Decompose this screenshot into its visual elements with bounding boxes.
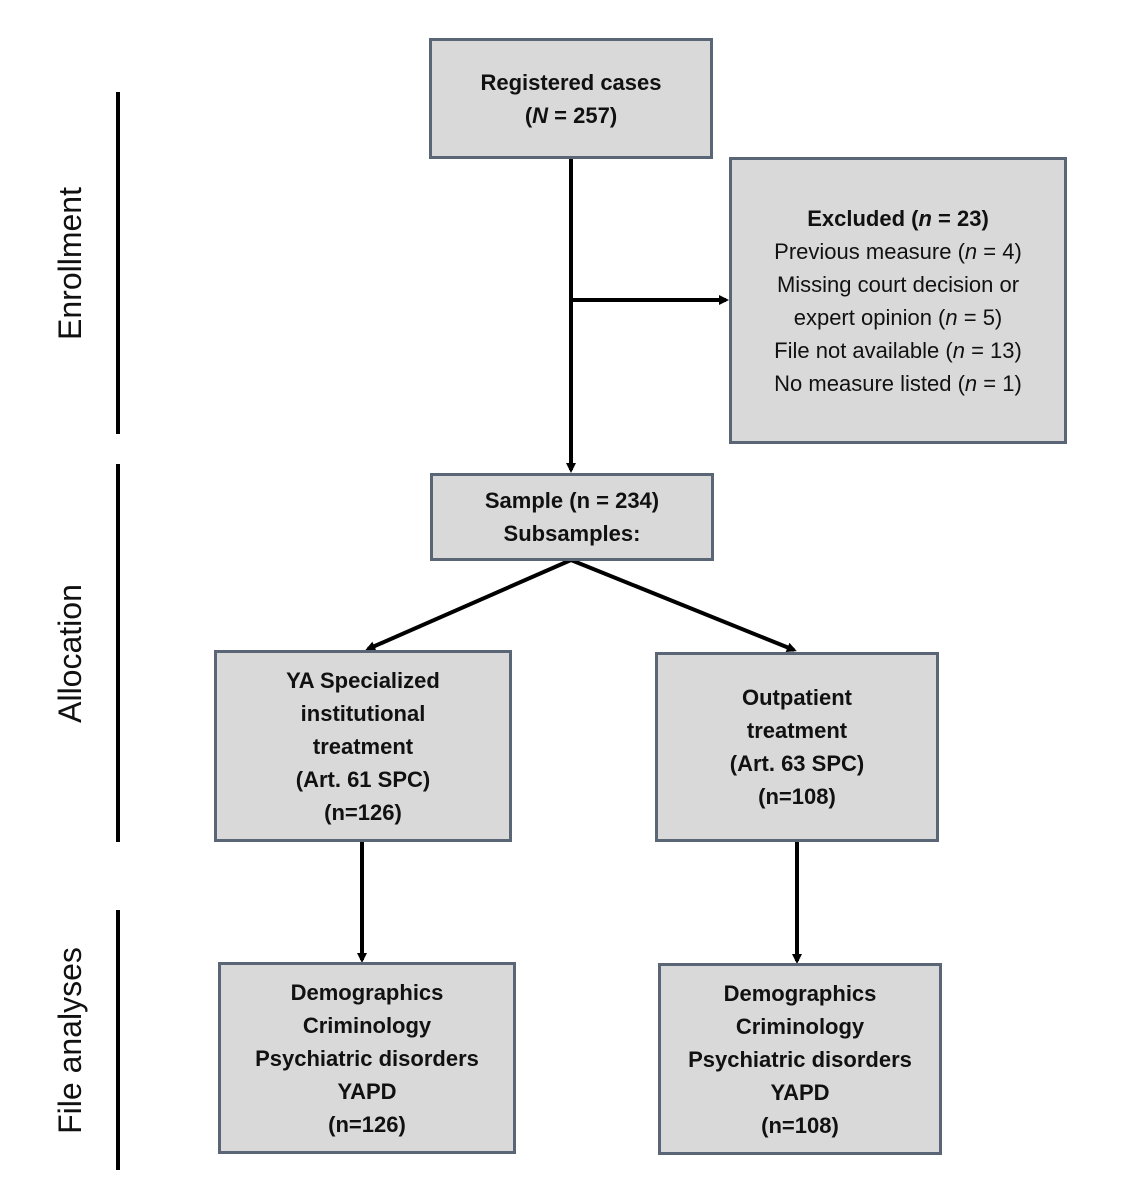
box-line: (n=108) xyxy=(761,1112,839,1138)
registered-count-open: ( xyxy=(524,102,533,128)
excluded-item-value: = 13) xyxy=(964,337,1022,363)
registered-cases-count: (N = 257) xyxy=(525,99,617,132)
sample-subtitle: Subsamples: xyxy=(503,521,641,546)
arrow-sample-to-institutional xyxy=(365,558,572,651)
excluded-item-value: = 1) xyxy=(977,370,1022,396)
box-line: (n=108) xyxy=(758,784,836,809)
box-line: Criminology xyxy=(302,1012,432,1038)
institutional-treatment-box: YA Specialized institutional treatment (… xyxy=(214,650,512,842)
excluded-heading: Excluded (n = 23) xyxy=(807,202,989,235)
allocation-phase-bar xyxy=(116,464,120,842)
excluded-item-text: Previous measure ( xyxy=(774,238,965,264)
excluded-item: Previous measure (n = 4) xyxy=(774,235,1022,268)
box-line: Psychiatric disorders xyxy=(255,1045,479,1071)
excluded-item-text: Missing court decision or xyxy=(776,271,1020,297)
box-line: treatment xyxy=(746,718,848,743)
registered-count-var: N xyxy=(532,102,549,128)
box-line: (n=126) xyxy=(324,799,402,825)
excluded-heading-var: n xyxy=(918,205,932,231)
registered-cases-title: Registered cases xyxy=(480,69,662,95)
excluded-heading-text: Excluded ( xyxy=(807,205,919,231)
excluded-item: Missing court decision or xyxy=(777,268,1019,301)
box-line: Demographics xyxy=(723,980,877,1006)
box-line: Outpatient xyxy=(742,685,852,710)
registered-count-value: = 257) xyxy=(548,102,618,128)
excluded-item-value: = 5) xyxy=(957,304,1003,330)
box-line: Psychiatric disorders xyxy=(688,1046,912,1072)
excluded-item-text: No measure listed ( xyxy=(774,370,965,396)
box-line: YA Specialized xyxy=(286,667,440,693)
box-line: Criminology xyxy=(735,1013,865,1039)
box-line: (Art. 61 SPC) xyxy=(295,766,431,792)
excluded-item-text: expert opinion ( xyxy=(793,304,946,330)
analysis-outpatient-box: Demographics Criminology Psychiatric dis… xyxy=(658,963,942,1155)
excluded-box: Excluded (n = 23) Previous measure (n = … xyxy=(729,157,1067,444)
box-line: (n=126) xyxy=(328,1111,406,1137)
box-line: treatment xyxy=(312,733,414,759)
excluded-item-var: n xyxy=(964,370,978,396)
excluded-item: No measure listed (n = 1) xyxy=(774,367,1022,400)
box-line: YAPD xyxy=(770,1079,830,1105)
outpatient-treatment-box: Outpatient treatment (Art. 63 SPC) (n=10… xyxy=(655,652,939,842)
excluded-item-text: File not available ( xyxy=(774,337,953,363)
excluded-item-var: n xyxy=(952,337,965,363)
sample-box: Sample (n = 234) Subsamples: xyxy=(430,473,714,561)
arrow-sample-to-outpatient xyxy=(570,558,797,653)
registered-cases-box: Registered cases (N = 257) xyxy=(429,38,713,159)
box-line: Demographics xyxy=(290,979,444,1005)
file-analyses-phase-bar xyxy=(116,910,120,1170)
enrollment-phase-bar xyxy=(116,92,120,434)
box-line: institutional xyxy=(300,700,426,726)
sample-title: Sample (n = 234) xyxy=(484,488,660,513)
excluded-item: File not available (n = 13) xyxy=(774,334,1022,367)
excluded-heading-value: = 23) xyxy=(931,205,989,231)
box-line: YAPD xyxy=(337,1078,397,1104)
excluded-item-var: n xyxy=(945,304,958,330)
excluded-item: expert opinion (n = 5) xyxy=(794,301,1003,334)
excluded-item-value: = 4) xyxy=(977,238,1022,264)
analysis-institutional-box: Demographics Criminology Psychiatric dis… xyxy=(218,962,516,1154)
excluded-item-var: n xyxy=(964,238,978,264)
box-line: (Art. 63 SPC) xyxy=(729,751,865,776)
